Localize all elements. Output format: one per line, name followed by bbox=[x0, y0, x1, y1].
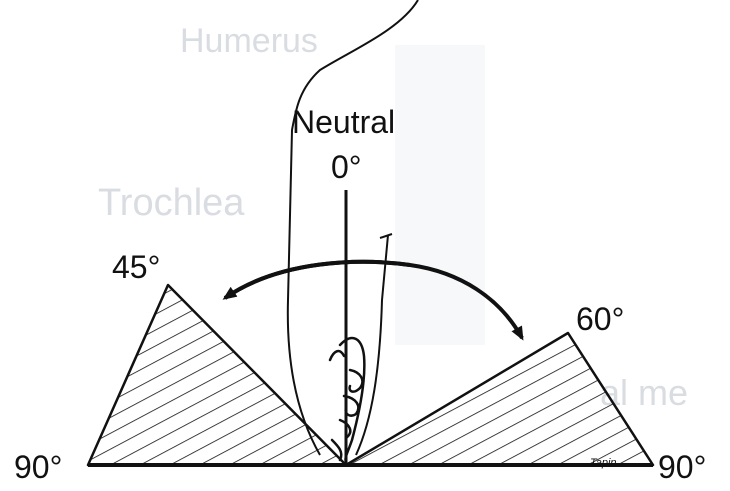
right-angle-label: 60° bbox=[576, 301, 624, 337]
neutral-label: Neutral bbox=[292, 104, 395, 140]
forearm-tick bbox=[379, 233, 393, 239]
hand-sketch bbox=[328, 336, 366, 464]
motion-arc-arrow-left-head bbox=[222, 259, 411, 300]
forearm-outline-right bbox=[355, 234, 389, 456]
right-end-label: 90° bbox=[658, 449, 706, 485]
ghost-text-trochlea: Trochlea bbox=[98, 182, 245, 224]
ghost-bone-shape bbox=[395, 45, 485, 345]
artist-signature: Tapin bbox=[590, 457, 617, 469]
ghost-text-humerus: Humerus bbox=[180, 22, 318, 60]
forearm-outline-left bbox=[286, 0, 419, 456]
left-end-label: 90° bbox=[14, 449, 62, 485]
zero-degree-label: 0° bbox=[331, 149, 362, 185]
left-hatched-wedge bbox=[86, 283, 348, 467]
right-hatched-wedge bbox=[344, 331, 655, 467]
left-angle-label: 45° bbox=[112, 249, 160, 285]
